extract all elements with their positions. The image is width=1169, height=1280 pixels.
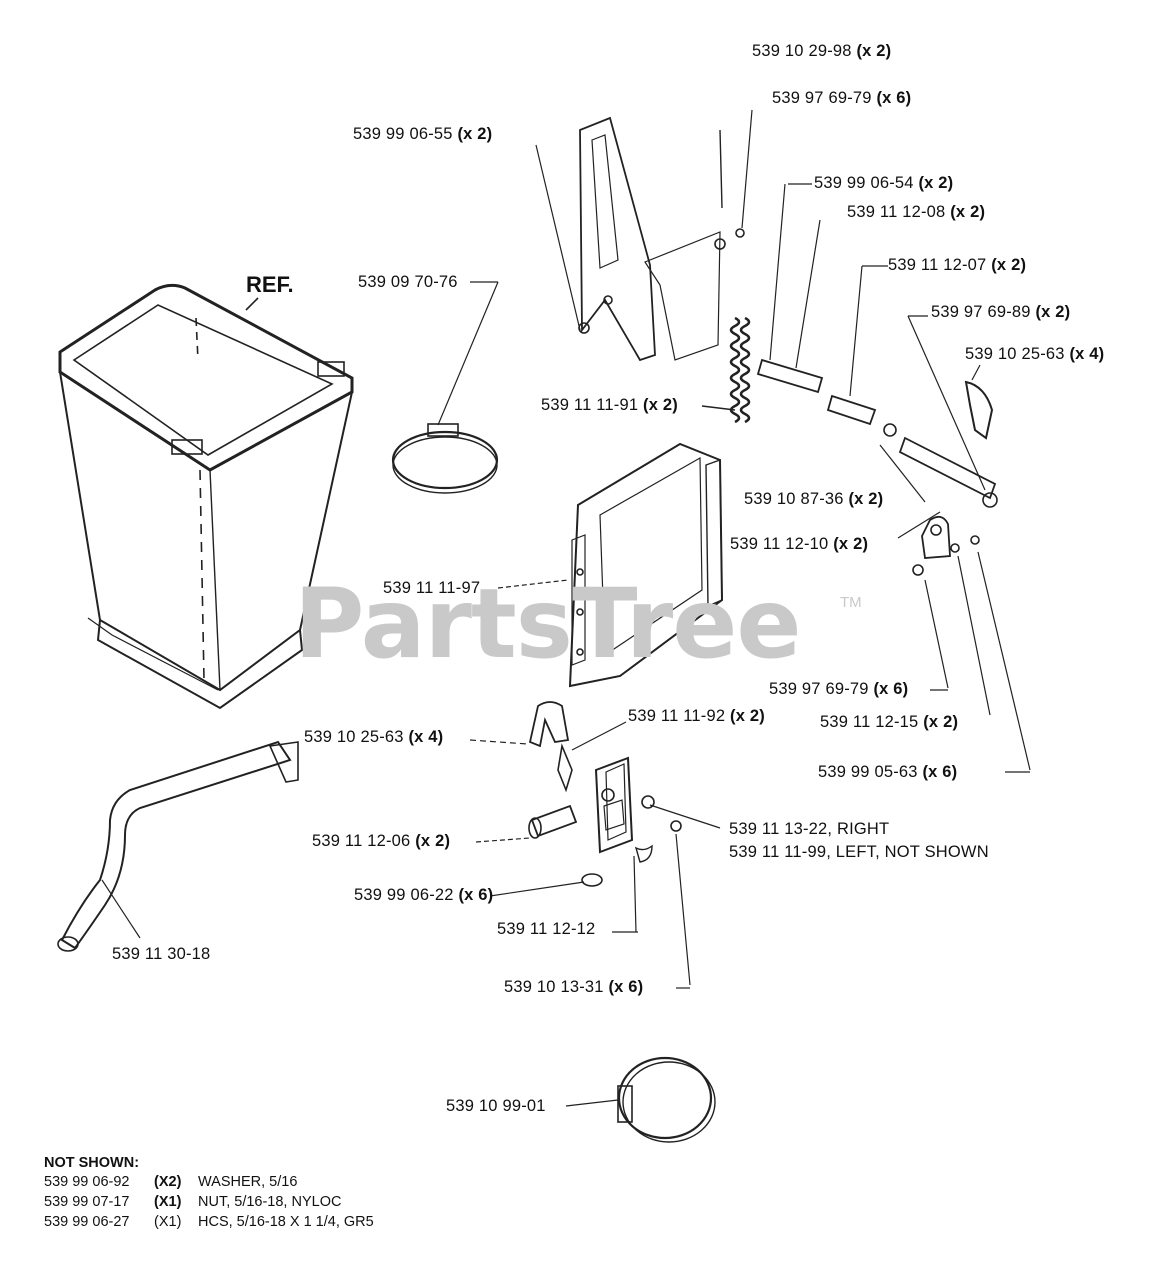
part-label: 539 11 12-07 (x 2): [888, 256, 1027, 274]
not-shown-item: 539 99 06-92(X2)WASHER, 5/16: [44, 1174, 298, 1190]
part-label: 539 11 12-15 (x 2): [820, 713, 959, 731]
part-label: 539 11 11-97: [383, 579, 481, 597]
watermark: PartsTree: [294, 568, 801, 680]
part-label: 539 10 29-98 (x 2): [752, 42, 892, 60]
part-label: 539 97 69-79 (x 6): [772, 89, 912, 107]
trademark-symbol: TM: [840, 594, 862, 611]
not-shown-item: 539 99 07-17(X1)NUT, 5/16-18, NYLOC: [44, 1194, 342, 1210]
part-label: 539 09 70-76: [358, 273, 458, 291]
part-label: 539 10 25-63 (x 4): [304, 728, 444, 746]
part-label: 539 11 12-08 (x 2): [847, 203, 986, 221]
part-label: 539 11 12-06 (x 2): [312, 832, 451, 850]
part-label: 539 11 12-10 (x 2): [730, 535, 869, 553]
part-label: 539 10 25-63 (x 4): [965, 345, 1105, 363]
mounting-plate: [497, 442, 724, 688]
not-shown-title: NOT SHOWN:: [44, 1155, 140, 1171]
pins-and-bushings: [756, 183, 998, 539]
hose-clamp-small: [391, 281, 499, 494]
part-label: 539 11 13-22, RIGHT: [729, 820, 890, 838]
upper-brackets: [535, 109, 753, 362]
part-label: 539 11 11-92 (x 2): [628, 707, 765, 725]
part-label: 539 10 13-31 (x 6): [504, 978, 644, 996]
part-label: 539 99 05-63 (x 6): [818, 763, 958, 781]
part-label: 539 99 06-22 (x 6): [354, 886, 494, 904]
bag-hose: [57, 740, 299, 952]
chute-adapter: [469, 701, 721, 989]
part-label: 539 11 11-91 (x 2): [541, 396, 678, 414]
part-label: 539 11 11-99, LEFT, NOT SHOWN: [729, 843, 989, 861]
spring: [701, 316, 751, 424]
part-label: 539 10 87-36 (x 2): [744, 490, 884, 508]
part-label: 539 97 69-79 (x 6): [769, 680, 909, 698]
part-label: 539 99 06-54 (x 2): [814, 174, 954, 192]
reference-label: REF.: [246, 272, 294, 297]
side-brackets: [912, 515, 1031, 773]
leader-lines: [470, 183, 928, 317]
part-label: 539 10 99-01: [446, 1097, 546, 1115]
part-label: 539 99 06-55 (x 2): [353, 125, 493, 143]
part-label: 539 11 12-12: [497, 920, 596, 938]
part-label: 539 97 69-89 (x 2): [931, 303, 1071, 321]
part-label: 539 11 30-18: [112, 945, 211, 963]
not-shown-item: 539 99 06-27(X1)HCS, 5/16-18 X 1 1/4, GR…: [44, 1214, 374, 1230]
hose-clamp-large: [565, 1056, 716, 1143]
bagger-bin: [58, 283, 354, 710]
